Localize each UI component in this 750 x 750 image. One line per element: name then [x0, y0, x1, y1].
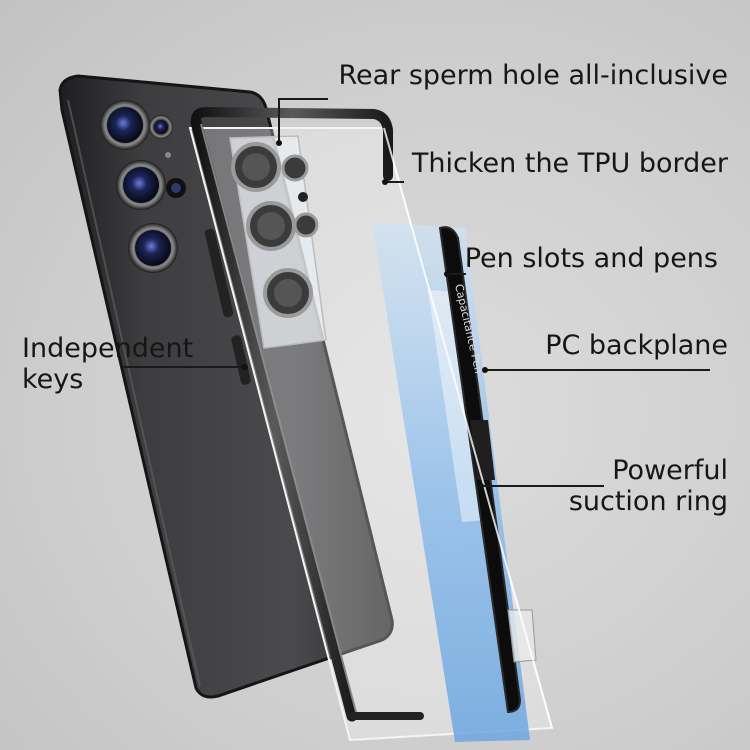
leader-suction-ring [480, 485, 604, 487]
leader-pc-backplane-dot [482, 367, 488, 373]
callout-keys: Independent keys [22, 333, 193, 395]
leader-rear-hole-h [278, 98, 328, 100]
leader-tpu-border [384, 181, 404, 183]
leader-suction-ring-dot [478, 483, 484, 489]
leader-pen-slots [446, 273, 466, 275]
callout-tpu-border: Thicken the TPU border [412, 148, 728, 179]
callout-keys-line2: keys [22, 364, 84, 395]
leader-tpu-border-dot [382, 179, 388, 185]
leader-pen-slots-dot [444, 271, 450, 277]
callout-pen-slots: Pen slots and pens [465, 243, 718, 274]
callout-suction-ring-line2: suction ring [568, 486, 728, 517]
camera-cutout [229, 135, 327, 349]
callout-rear-hole-text: Rear sperm hole all-inclusive [338, 60, 728, 91]
plate-edge-highlight [383, 127, 553, 729]
leader-rear-hole-dot [276, 140, 282, 146]
callout-keys-line1: Independent [22, 333, 194, 364]
phone-camera-lenses [100, 100, 186, 273]
callout-suction-ring-line1: Powerful [612, 455, 728, 486]
callout-rear-hole: Rear sperm hole all-inclusive [338, 60, 728, 91]
leader-keys-dot [242, 364, 248, 370]
leader-rear-hole-v [278, 98, 280, 143]
leader-keys [122, 366, 244, 368]
callout-suction-ring: Powerful suction ring [569, 455, 728, 517]
tpu-bumper-frame [190, 106, 424, 722]
leader-pc-backplane [484, 369, 710, 371]
callout-pc-backplane: PC backplane [545, 330, 728, 361]
callout-pen-slots-text: Pen slots and pens [464, 243, 718, 274]
callout-tpu-border-text: Thicken the TPU border [411, 148, 728, 179]
callout-pc-backplane-text: PC backplane [545, 330, 728, 361]
